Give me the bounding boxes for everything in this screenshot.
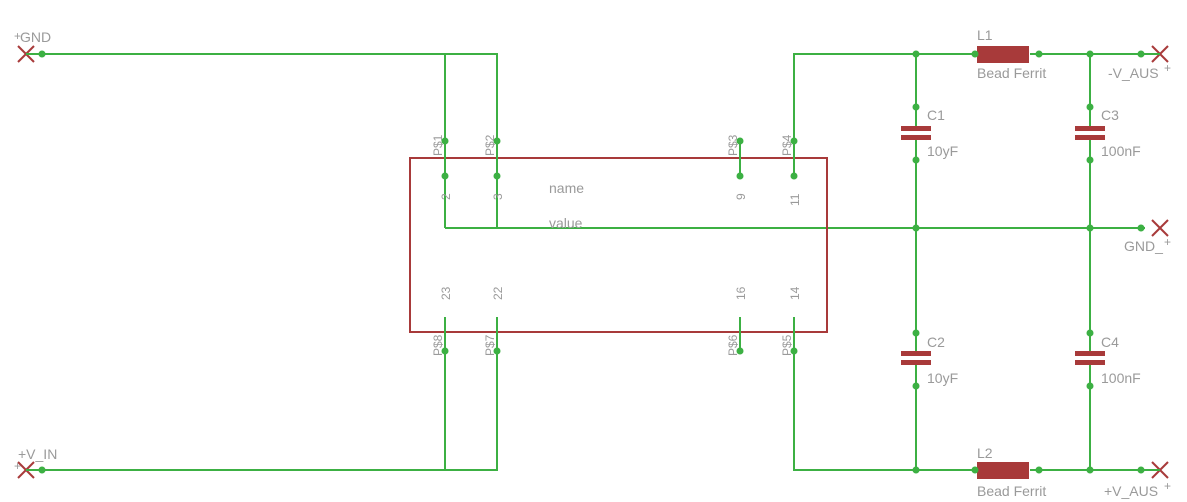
capacitor-c2-plate-top	[901, 351, 931, 356]
capacitor-c2-name: C2	[927, 334, 945, 350]
port-v-in[interactable]: +V_IN +	[14, 446, 57, 479]
port-v-in-plus: +	[14, 459, 21, 473]
capacitor-c4-value: 100nF	[1101, 370, 1141, 386]
pin-name-p2: P$2	[483, 134, 497, 156]
inductor-l1-value: Bead Ferrit	[977, 65, 1046, 81]
pin-number-22: 22	[491, 286, 505, 300]
capacitor-c2[interactable]: C2 10yF	[901, 334, 958, 386]
pin-name-p8: P$8	[431, 334, 445, 356]
pin-number-16: 16	[734, 286, 748, 300]
port-v-aus-pos-label: +V_AUS	[1104, 483, 1158, 499]
port-gnd[interactable]: GND +	[14, 29, 51, 63]
port-v-aus-pos[interactable]: +V_AUS +	[1104, 461, 1171, 499]
pin-number-11: 11	[788, 193, 802, 206]
inductor-l2[interactable]: L2 Bead Ferrit	[977, 445, 1046, 499]
dcdc-module[interactable]: name value P$1 P$2 P$3 P$4 P$8 P$7 P$6 P…	[409, 134, 828, 356]
port-v-aus-neg-plus: +	[1164, 61, 1171, 75]
port-gnd-out-label: GND_	[1124, 238, 1163, 254]
port-gnd-plus: +	[14, 29, 21, 43]
port-gnd-out-cross-icon-stroke	[1151, 219, 1169, 237]
module-pin-stubs	[444, 141, 795, 351]
capacitor-c3-name: C3	[1101, 107, 1119, 123]
port-gnd-out-plus: +	[1164, 235, 1171, 249]
inductor-l1[interactable]: L1 Bead Ferrit	[977, 27, 1046, 81]
pin-number-9: 9	[734, 193, 748, 200]
capacitor-c2-value: 10yF	[927, 370, 958, 386]
pin-number-3: 3	[491, 193, 505, 200]
pin-number-14: 14	[788, 286, 802, 300]
inductor-l1-name: L1	[977, 27, 993, 43]
inductor-l2-name: L2	[977, 445, 993, 461]
pin-name-p4: P$4	[780, 134, 794, 156]
module-body	[409, 157, 828, 333]
port-v-aus-neg[interactable]: -V_AUS +	[1108, 45, 1171, 81]
port-v-aus-pos-plus: +	[1164, 479, 1171, 493]
capacitor-c3[interactable]: C3 100nF	[1075, 107, 1141, 159]
port-v-in-label: +V_IN	[18, 446, 57, 462]
pin-number-23: 23	[439, 286, 453, 300]
capacitor-c3-plate-bottom	[1075, 135, 1105, 140]
port-v-aus-neg-label: -V_AUS	[1108, 65, 1159, 81]
capacitor-c4[interactable]: C4 100nF	[1075, 334, 1141, 386]
capacitor-c4-name: C4	[1101, 334, 1119, 350]
port-gnd-out[interactable]: GND_ +	[1124, 219, 1171, 254]
capacitor-c1-plate-top	[901, 126, 931, 131]
port-gnd-label: GND	[20, 29, 51, 45]
capacitor-c4-plate-bottom	[1075, 360, 1105, 365]
pin-name-p1: P$1	[431, 134, 445, 156]
pin-name-p3: P$3	[726, 134, 740, 156]
capacitor-c1-plate-bottom	[901, 135, 931, 140]
pin-name-p7: P$7	[483, 334, 497, 356]
capacitor-c4-plate-top	[1075, 351, 1105, 356]
capacitor-c3-value: 100nF	[1101, 143, 1141, 159]
capacitor-c1-name: C1	[927, 107, 945, 123]
inductor-l2-value: Bead Ferrit	[977, 483, 1046, 499]
module-value-label: value	[549, 215, 583, 231]
pin-name-p5: P$5	[780, 334, 794, 356]
capacitor-c1-value: 10yF	[927, 143, 958, 159]
junction-dots	[38, 50, 1145, 474]
inductor-l1-body	[977, 46, 1029, 63]
capacitor-c2-plate-bottom	[901, 360, 931, 365]
capacitor-c1[interactable]: C1 10yF	[901, 107, 958, 159]
module-name-label: name	[549, 180, 584, 196]
pin-number-2: 2	[439, 193, 453, 200]
inductor-l2-body	[977, 462, 1029, 479]
wires	[42, 53, 1145, 471]
capacitor-c3-plate-top	[1075, 126, 1105, 131]
pin-name-p6: P$6	[726, 334, 740, 356]
